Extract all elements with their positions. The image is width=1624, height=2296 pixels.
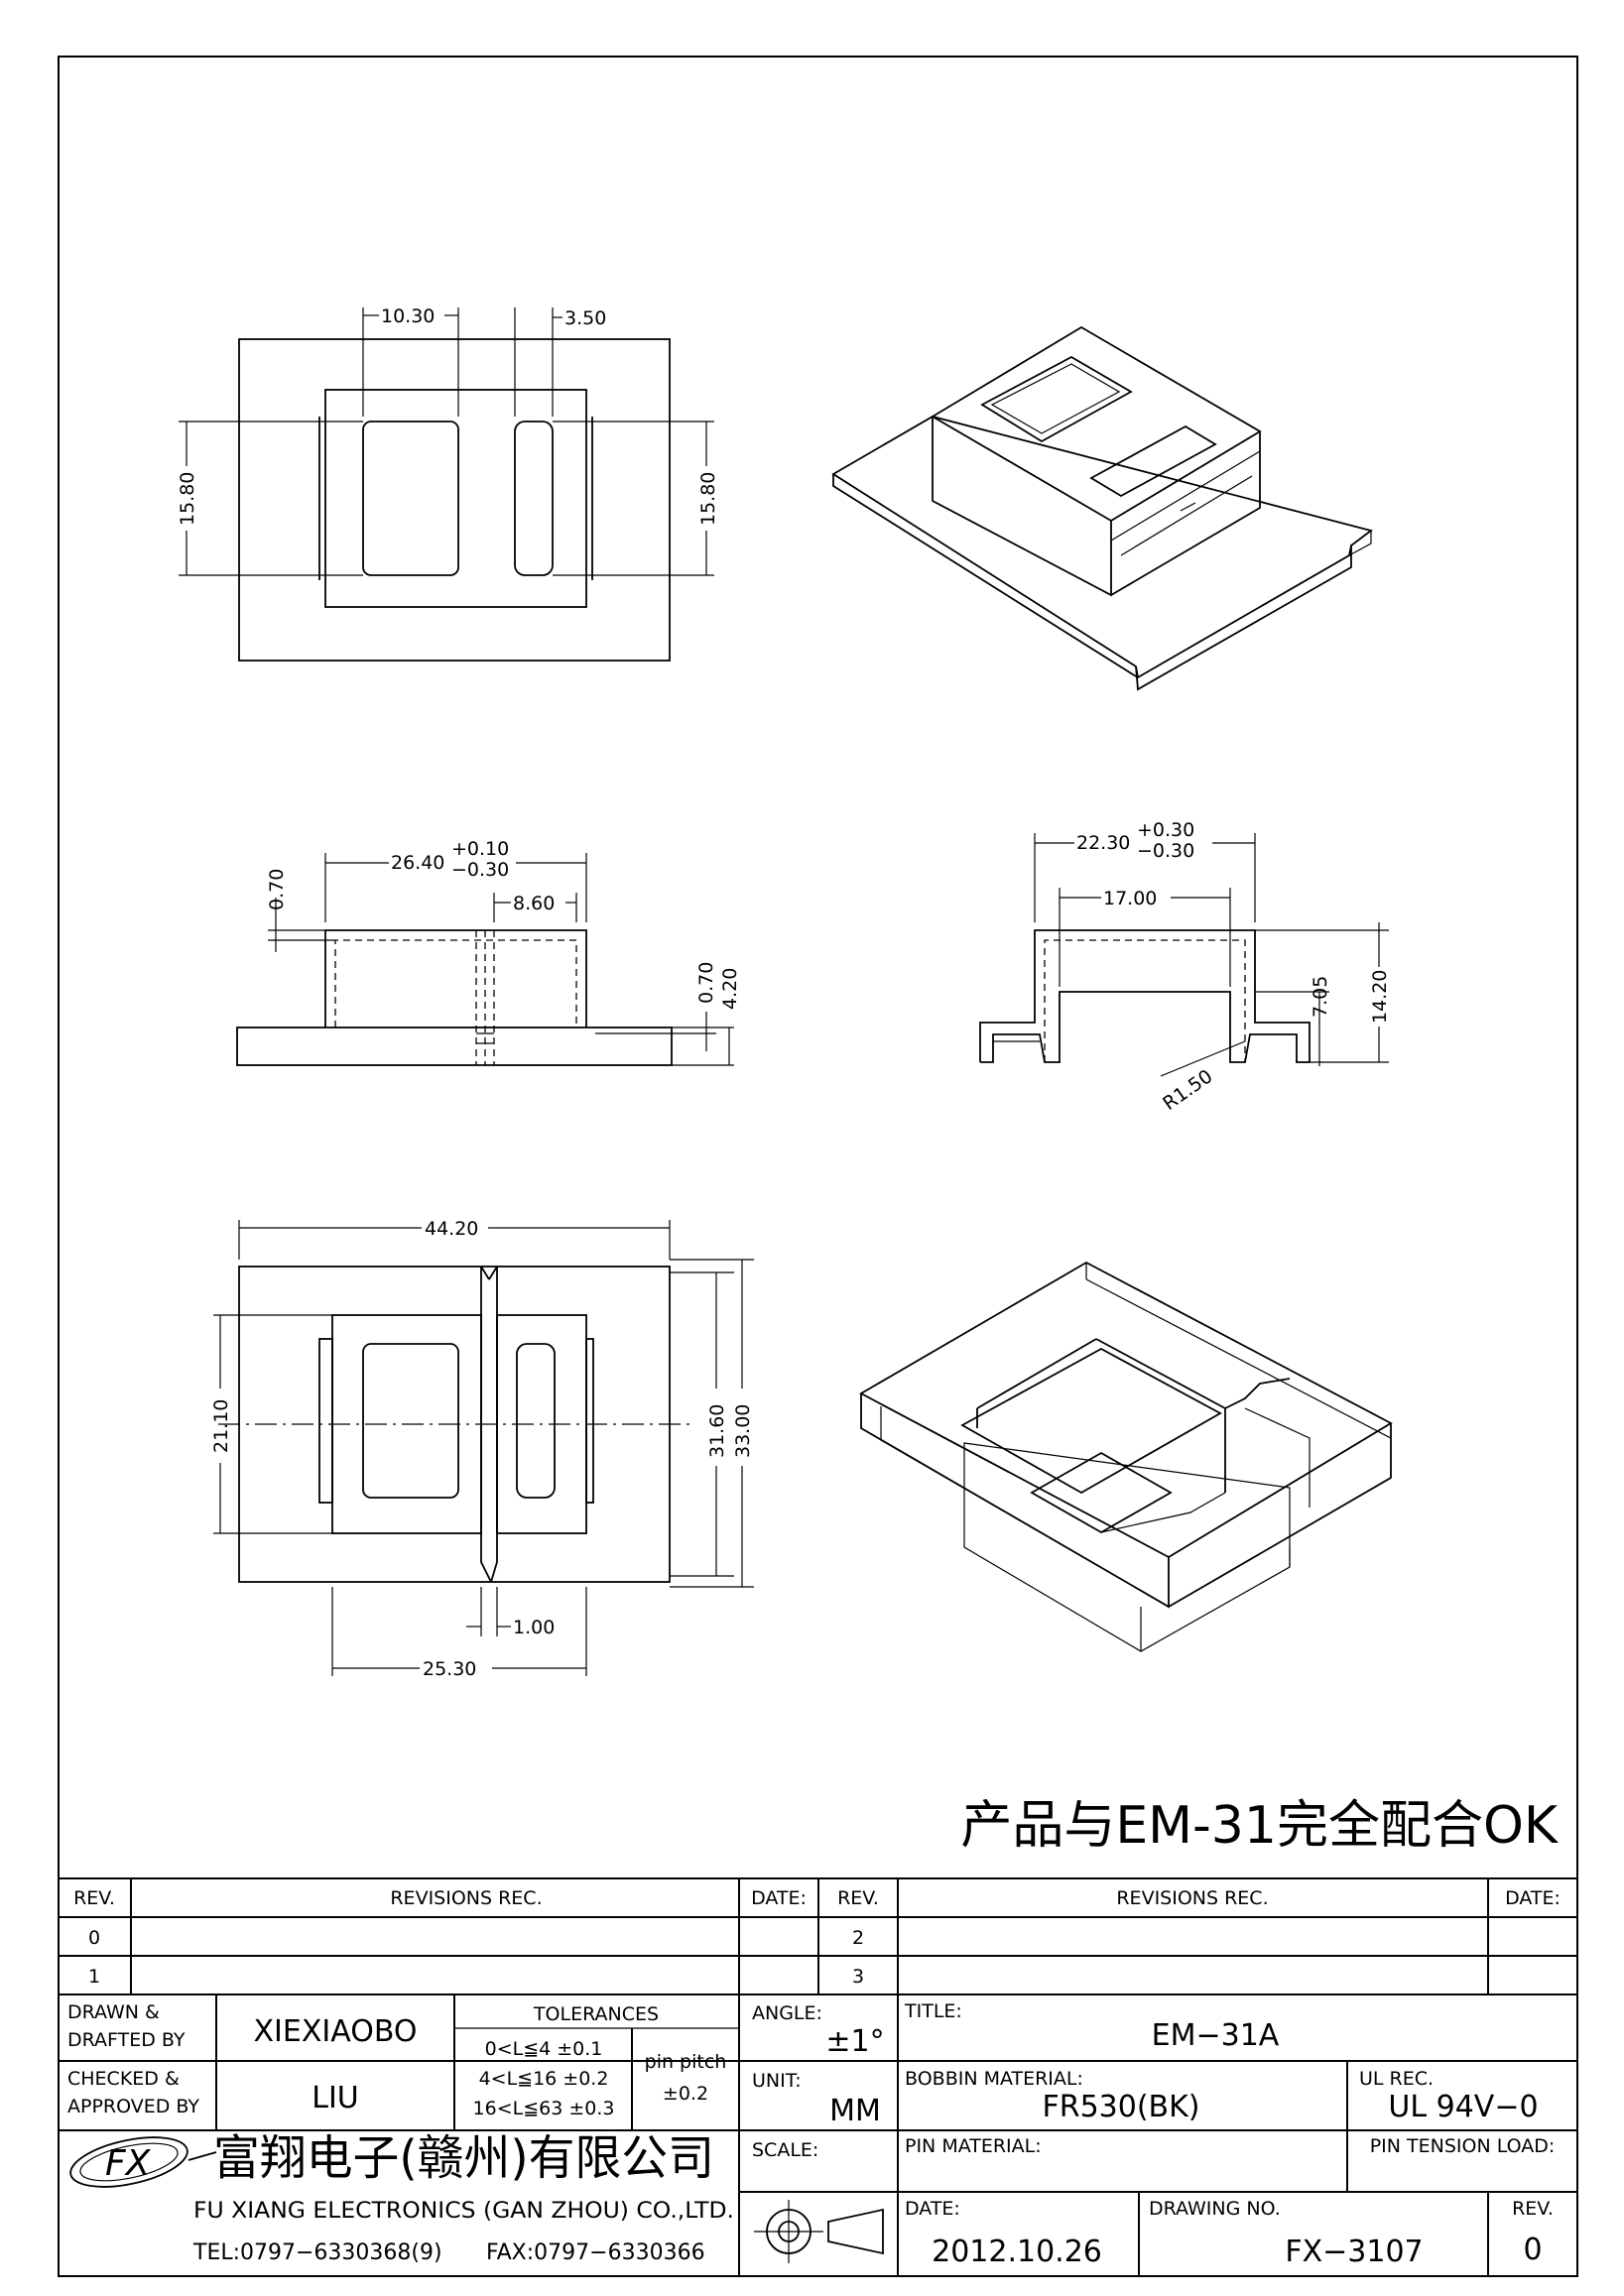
dim-front-slot-span: 8.60 (513, 893, 555, 914)
checked-by-value: LIU (312, 2081, 359, 2115)
rev-row-1: 1 (88, 1966, 100, 1988)
company-name-cn: 富翔电子(赣州)有限公司 (213, 2130, 714, 2186)
unit-value: MM (829, 2094, 881, 2128)
drawing-no-label: DRAWING NO. (1149, 2198, 1281, 2220)
dim-top-height-right: 15.80 (697, 472, 719, 526)
fx-logo-icon: FX (69, 2136, 188, 2188)
dim-front-flange-thickness: 0.70 (695, 962, 717, 1004)
tolerances-label: TOLERANCES (533, 2003, 659, 2025)
title-value: EM−31A (1152, 2018, 1280, 2053)
dim-side-inner-width: 17.00 (1103, 888, 1157, 909)
dim-bottom-width-outer: 33.00 (732, 1404, 754, 1458)
tolerance-row-3: 16<L≦63 ±0.3 (473, 2098, 615, 2119)
ul-rec-label: UL REC. (1359, 2068, 1434, 2090)
revisions-header-right: REVISIONS REC. (1116, 1887, 1268, 1909)
dim-bottom-length: 44.20 (425, 1218, 478, 1240)
bottom-view: 44.20 21.10 31.60 33.00 1.00 25.30 (210, 1218, 754, 1680)
compatibility-note: 产品与EM-31完全配合OK (960, 1796, 1560, 1856)
drawing-no-value: FX−3107 (1285, 2235, 1423, 2269)
pin-tension-label: PIN TENSION LOAD: (1370, 2135, 1556, 2157)
dim-bottom-gap: 1.00 (513, 1617, 555, 1638)
drawn-label-1: DRAWN & (67, 2001, 160, 2023)
bobbin-material-value: FR530(BK) (1042, 2090, 1199, 2124)
dim-top-window-width: 10.30 (381, 305, 435, 327)
rev-value: 0 (1523, 2233, 1542, 2267)
dim-top-slot-width: 3.50 (564, 307, 606, 329)
pin-material-label: PIN MATERIAL: (905, 2135, 1042, 2157)
dim-bottom-block-length: 25.30 (423, 1658, 476, 1680)
dim-side-width: 22.30 (1076, 832, 1130, 854)
dim-front-wall: 0.70 (266, 869, 288, 910)
dim-side-tol-minus: −0.30 (1137, 840, 1194, 862)
iso-view-bottom (859, 1261, 1393, 1652)
tolerance-row-1: 0<L≦4 ±0.1 (485, 2038, 603, 2060)
company-name-en: FU XIANG ELECTRONICS (GAN ZHOU) CO.,LTD. (193, 2199, 734, 2224)
checked-label-1: CHECKED & (67, 2068, 180, 2090)
date-label: DATE: (905, 2198, 960, 2220)
pin-pitch-value: ±0.2 (663, 2083, 708, 2105)
ul-rec-value: UL 94V−0 (1388, 2090, 1538, 2124)
angle-value: ±1° (825, 2024, 884, 2059)
date-header: DATE: (751, 1887, 807, 1909)
dim-side-inner-height: 7.05 (1310, 976, 1331, 1018)
dim-bottom-width-left: 21.10 (210, 1399, 232, 1453)
title-label: TITLE: (904, 2000, 962, 2022)
dim-bottom-width-inner: 31.60 (706, 1404, 728, 1458)
scale-label: SCALE: (752, 2139, 818, 2161)
projection-symbol-icon (754, 2200, 884, 2263)
drawn-label-2: DRAFTED BY (67, 2029, 186, 2051)
angle-label: ANGLE: (752, 2002, 822, 2024)
title-block: REV. REVISIONS REC. DATE: REV. REVISIONS… (59, 1877, 1577, 2276)
dim-front-tol-minus: −0.30 (451, 859, 509, 881)
checked-label-2: APPROVED BY (67, 2096, 199, 2117)
pin-pitch-label: pin pitch (645, 2051, 727, 2073)
dim-side-total-height: 14.20 (1369, 970, 1391, 1024)
rev-header: REV. (73, 1887, 115, 1909)
rev-label: REV. (1512, 2198, 1554, 2220)
dim-front-width: 26.40 (391, 852, 444, 874)
drawn-by-value: XIEXIAOBO (253, 2014, 417, 2049)
sheet-border (58, 56, 1578, 2277)
dim-side-tol-plus: +0.30 (1137, 819, 1194, 841)
date-header-right: DATE: (1505, 1887, 1561, 1909)
dim-front-flange-height: 4.20 (719, 968, 741, 1010)
company-tel: TEL:0797−6330368(9) (192, 2240, 442, 2265)
front-view: 26.40 +0.10 −0.30 8.60 0.70 0.70 4.20 (236, 838, 741, 1066)
top-view: 10.30 3.50 15.80 15.80 (177, 305, 719, 662)
dim-top-height-left: 15.80 (177, 472, 198, 526)
rev-row-2: 2 (852, 1927, 864, 1949)
iso-view-top (831, 325, 1374, 691)
rev-header-right: REV. (837, 1887, 879, 1909)
rev-row-3: 3 (852, 1966, 864, 1988)
unit-label: UNIT: (752, 2070, 802, 2092)
dim-front-tol-plus: +0.10 (451, 838, 509, 860)
date-value: 2012.10.26 (932, 2235, 1102, 2269)
tolerance-row-2: 4<L≦16 ±0.2 (479, 2068, 609, 2090)
revisions-header: REVISIONS REC. (390, 1887, 542, 1909)
logo-text: FX (105, 2143, 152, 2184)
rev-row-0: 0 (88, 1927, 100, 1949)
side-view: 22.30 +0.30 −0.30 17.00 7.05 14.20 R1.50 (979, 819, 1391, 1115)
bobbin-material-label: BOBBIN MATERIAL: (905, 2068, 1083, 2090)
company-fax: FAX:0797−6330366 (486, 2240, 705, 2265)
